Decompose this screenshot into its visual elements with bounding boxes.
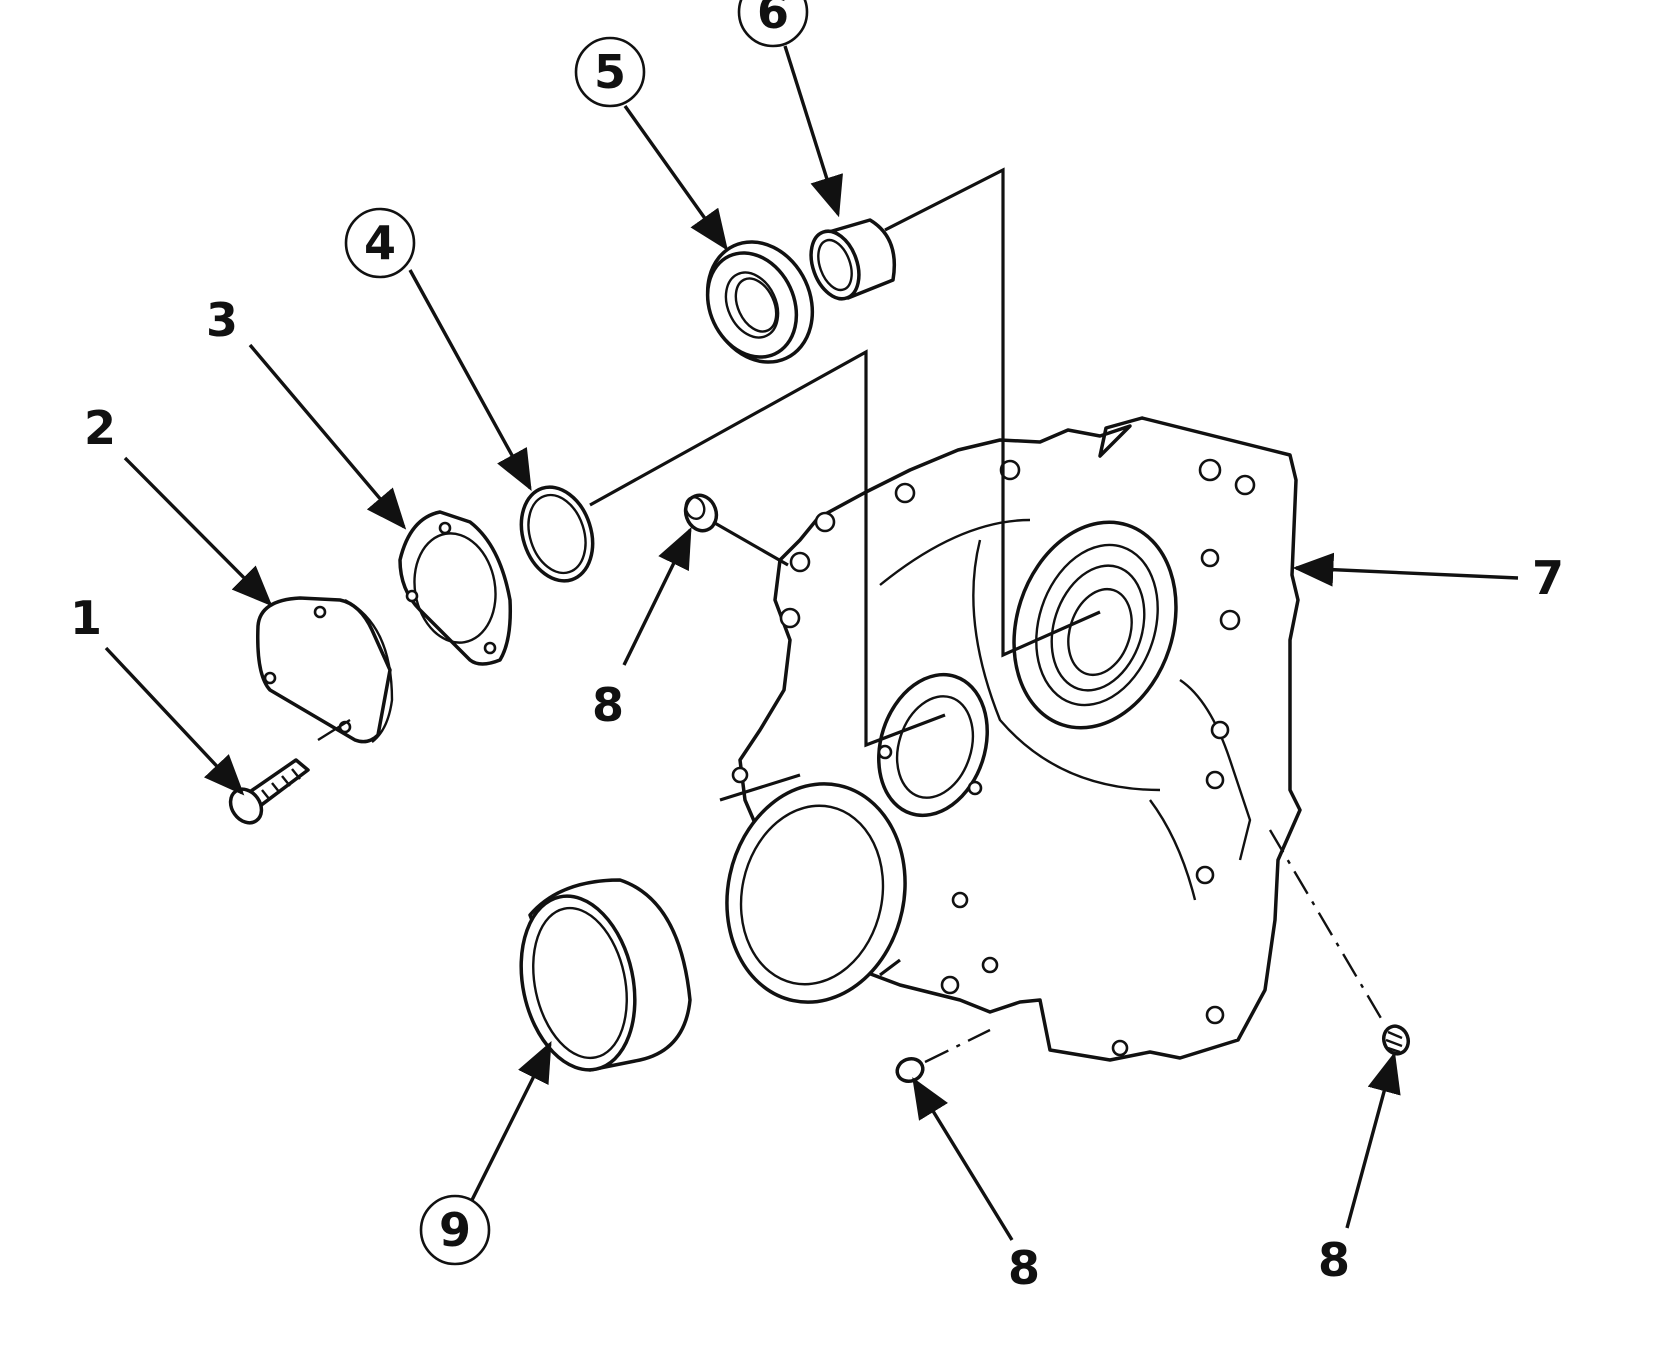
callout-4: 4: [344, 207, 416, 279]
callout-5-circle: [574, 36, 646, 108]
callout-2-label: 2: [84, 401, 116, 455]
callout-8-upper-label: 8: [592, 678, 624, 732]
large-sleeve: [519, 878, 692, 1072]
o-ring: [519, 485, 595, 583]
callout-8-middle: 8: [1008, 1241, 1040, 1295]
oil-seal: [705, 240, 815, 364]
callout-1-label: 1: [70, 591, 102, 645]
leader-arrows: [104, 45, 1519, 1241]
alignment-lines: [317, 167, 1387, 1064]
callout-3: 3: [206, 293, 238, 347]
callout-9-circle: [419, 1194, 491, 1266]
callout-3-label: 3: [206, 293, 238, 347]
callout-8-upper: 8: [592, 678, 624, 732]
callout-8-right: 8: [1318, 1233, 1350, 1287]
callout-4-circle: [344, 207, 416, 279]
cover-plate: [256, 596, 394, 744]
callout-8-middle-label: 8: [1008, 1241, 1040, 1295]
plug-upper: [683, 493, 719, 533]
plug-lower-middle: [895, 1056, 925, 1084]
callout-7: 7: [1532, 551, 1564, 605]
callout-6: 6: [737, 0, 809, 48]
plug-lower-right: [1381, 1024, 1411, 1056]
callout-7-label: 7: [1532, 551, 1564, 605]
cap-screw: [228, 758, 310, 825]
callout-5-label: 5: [594, 45, 626, 99]
callout-4-label: 4: [364, 216, 396, 270]
callout-9-label: 9: [439, 1203, 471, 1257]
callouts: 1 2 3 4 5 6 7 8 8 8: [70, 0, 1564, 1295]
callout-1: 1: [70, 591, 102, 645]
callout-6-circle: [737, 0, 809, 48]
gasket: [398, 510, 513, 666]
bushing: [809, 218, 897, 301]
callout-8-right-label: 8: [1318, 1233, 1350, 1287]
timing-gear-housing: [719, 416, 1302, 1062]
callout-9: 9: [419, 1194, 491, 1266]
callout-6-label: 6: [757, 0, 789, 39]
callout-5: 5: [574, 36, 646, 108]
callout-2: 2: [84, 401, 116, 455]
